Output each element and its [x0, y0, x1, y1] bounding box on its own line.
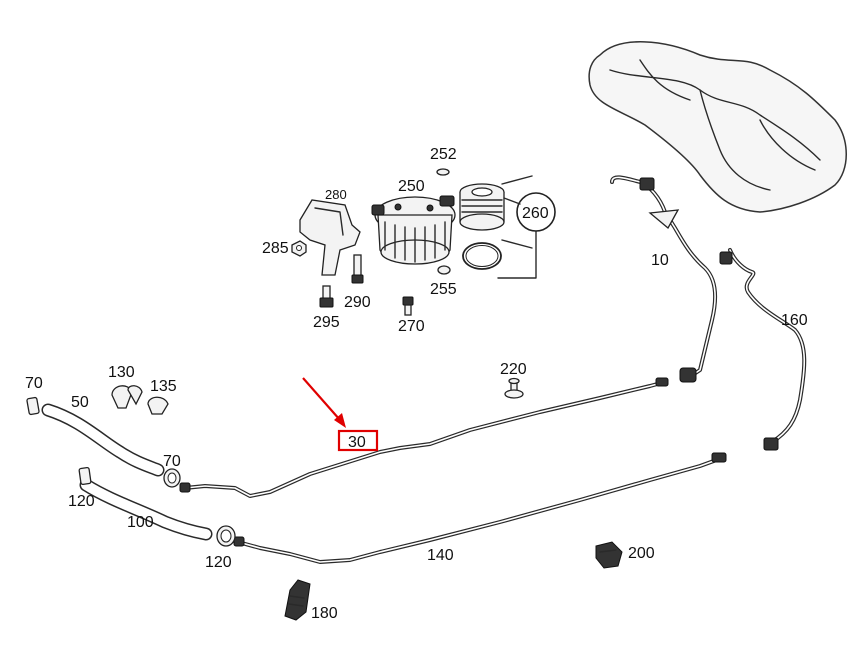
label-255: 255	[430, 281, 457, 298]
bolt-270[interactable]	[402, 296, 414, 316]
label-295: 295	[313, 314, 340, 331]
label-135: 135	[150, 378, 177, 395]
label-280: 280	[325, 187, 347, 202]
label-30: 30	[348, 434, 366, 451]
label-270: 270	[398, 318, 425, 335]
label-140: 140	[427, 547, 454, 564]
label-10: 10	[651, 252, 669, 269]
kit-circle-260[interactable]	[516, 192, 556, 232]
holder-135[interactable]	[147, 396, 169, 415]
fuel-tank	[588, 41, 847, 213]
label-160: 160	[781, 312, 808, 329]
clamp-120-left[interactable]	[78, 466, 92, 486]
bolt-295[interactable]	[319, 285, 334, 308]
label-50: 50	[71, 394, 89, 411]
label-260: 260	[522, 205, 549, 222]
label-250: 250	[398, 178, 425, 195]
label-252: 252	[430, 146, 457, 163]
label-130: 130	[108, 364, 135, 381]
stud-220[interactable]	[504, 377, 524, 399]
fuel-line-140[interactable]	[233, 452, 727, 564]
clamp-70-right[interactable]	[163, 468, 181, 488]
label-70-right: 70	[163, 453, 181, 470]
label-285: 285	[262, 240, 289, 257]
highlight-box-30	[337, 429, 379, 452]
label-70-left: 70	[25, 375, 43, 392]
bolt-290[interactable]	[351, 254, 364, 284]
fuel-line-10[interactable]	[610, 175, 718, 383]
filter-module-assembly	[291, 168, 556, 316]
label-180: 180	[311, 605, 338, 622]
fuel-line-30[interactable]	[179, 377, 669, 498]
label-220: 220	[500, 361, 527, 378]
filter-element-260[interactable]	[459, 183, 505, 231]
label-120-right: 120	[205, 554, 232, 571]
hose-100[interactable]	[79, 478, 213, 541]
label-120-left: 120	[68, 493, 95, 510]
clamp-70-left[interactable]	[26, 396, 40, 416]
label-100: 100	[127, 514, 154, 531]
nut-252[interactable]	[436, 168, 450, 176]
hose-50[interactable]	[41, 403, 165, 477]
nut-285[interactable]	[291, 240, 307, 257]
label-290: 290	[344, 294, 371, 311]
filter-housing-250[interactable]	[371, 195, 456, 265]
nut-255[interactable]	[437, 265, 451, 275]
seal-ring[interactable]	[462, 242, 502, 270]
fuel-line-160[interactable]	[719, 248, 807, 451]
holder-130[interactable]	[111, 385, 143, 409]
connector-180[interactable]	[284, 579, 311, 621]
clamp-120-right[interactable]	[216, 525, 236, 547]
label-200: 200	[628, 545, 655, 562]
bracket-280[interactable]	[299, 199, 361, 276]
connector-200[interactable]	[595, 541, 623, 569]
highlight-arrow	[302, 377, 346, 428]
